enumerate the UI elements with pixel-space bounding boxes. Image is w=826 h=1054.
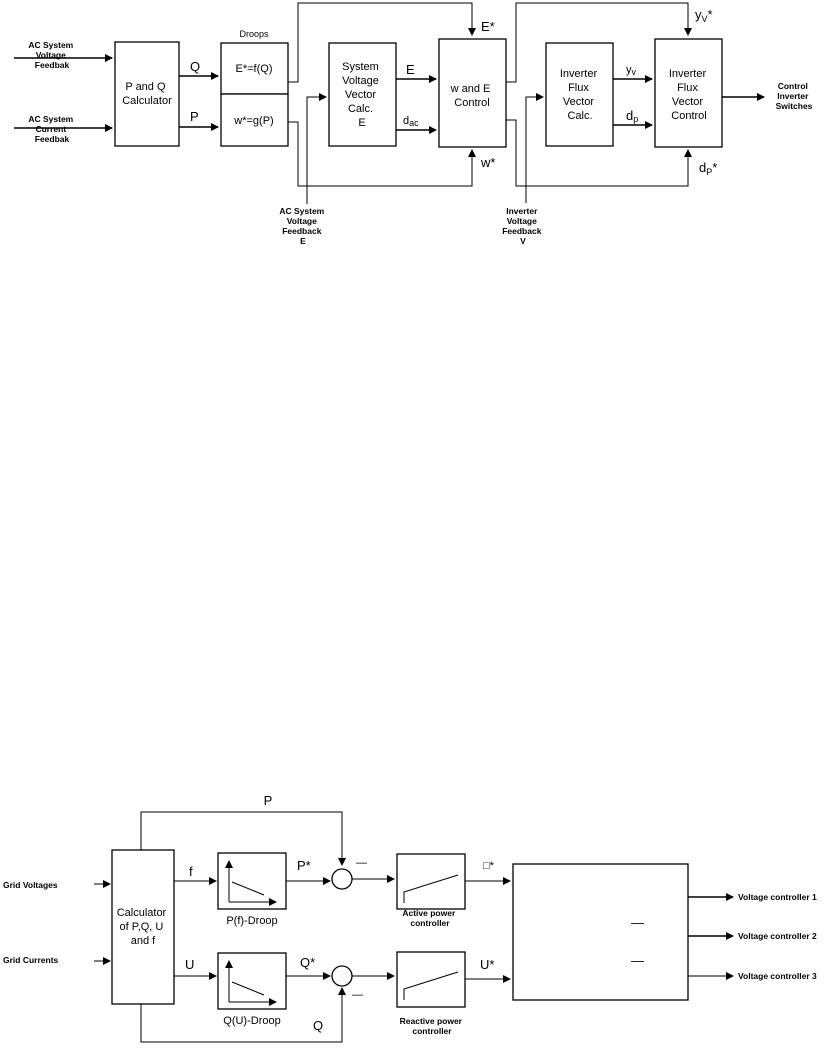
theta-star-label: □* (483, 860, 495, 872)
bottom-diagram: Grid Voltages Grid Currents Calculator o… (3, 793, 817, 1043)
output-label: Control Inverter Switches (776, 81, 813, 111)
yv-signal-label: yv (626, 64, 637, 77)
ac-feedback-line (306, 93, 327, 204)
droop-w-block (220, 93, 289, 147)
active-power-controller-block (396, 853, 466, 910)
pf-droop-label: P(f)-Droop (226, 915, 277, 927)
pq-calculator-label: P and Q Calculator (122, 81, 172, 107)
qu-droop-graph-icon (225, 960, 277, 1006)
summing-junction-top (331, 868, 353, 890)
dp-star-line (506, 119, 692, 187)
droops-title: Droops (239, 29, 269, 39)
yv-star-label: yV* (695, 7, 713, 24)
ifv-control-label: Inverter Flux Vector Control (669, 68, 709, 122)
block-dash-1: — (631, 915, 644, 930)
u-signal-label: U (185, 957, 194, 972)
p-feedback-line (140, 811, 346, 866)
inverter-feedback-line (525, 93, 544, 203)
dac-signal-label: dac (403, 115, 419, 128)
pqu-calculator-label: Calculator of P,Q, U and f (117, 907, 170, 947)
top-diagram: AC System Voltage Feedbak AC System Curr… (14, 2, 813, 246)
qu-droop-block (217, 952, 287, 1010)
reactive-power-controller-block (396, 951, 466, 1008)
pq-calculator-block (114, 41, 180, 147)
minus-sign-top: — (356, 857, 367, 869)
voltage-controller-1-label: Voltage controller 1 (738, 892, 817, 902)
ac-voltage-feedback-label: AC System Voltage Feedbak (28, 40, 75, 70)
e-star-label: E* (481, 19, 495, 34)
pqu-calculator-block (111, 849, 175, 1005)
q-feedback-label: Q (313, 1018, 323, 1033)
f-signal-label: f (189, 864, 193, 879)
grid-voltages-label: Grid Voltages (3, 880, 58, 890)
w-star-label: w* (480, 155, 495, 170)
summing-junction-bottom (331, 965, 353, 987)
droop-w-label: w*=g(P) (233, 115, 273, 127)
voltage-controller-3-label: Voltage controller 3 (738, 971, 817, 981)
we-control-label: w and E Control (450, 83, 494, 109)
droop-e-block (220, 42, 289, 95)
minus-sign-bottom: — (352, 989, 363, 1001)
p-star-label: P* (297, 858, 311, 873)
pf-droop-graph-icon (225, 860, 277, 906)
active-power-controller-label: Active power controller (402, 908, 457, 928)
u-star-label: U* (480, 957, 494, 972)
dp-signal-label: dp (626, 108, 638, 124)
active-controller-graph-icon (403, 874, 459, 903)
grid-currents-label: Grid Currents (3, 955, 59, 965)
ifv-calc-block (545, 42, 614, 147)
droop-e-label: E*=f(Q) (236, 63, 273, 75)
voltage-controller-2-label: Voltage controller 2 (738, 931, 817, 941)
yv-star-line (506, 2, 692, 83)
svv-calc-label: System Voltage Vector Calc. E (342, 61, 382, 129)
q-signal-label: Q (190, 59, 200, 74)
ac-current-feedback-label: AC System Current Feedbak (28, 114, 75, 144)
qu-droop-label: Q(U)-Droop (223, 1015, 280, 1027)
inverter-feedback-label: Inverter Voltage Feedback V (502, 206, 544, 246)
p-signal-label: P (190, 109, 199, 124)
dp-star-label: dP* (699, 160, 717, 177)
q-star-label: Q* (300, 955, 315, 970)
we-control-block (438, 38, 507, 148)
voltage-reference-block (512, 863, 689, 1001)
ifv-calc-label: Inverter Flux Vector Calc. (560, 68, 600, 122)
svv-calc-block (328, 42, 397, 147)
ac-feedback-label: AC System Voltage Feedback E (279, 206, 326, 246)
block-dash-2: — (631, 953, 644, 968)
p-feedback-label: P (264, 793, 273, 808)
ifv-control-block (654, 38, 723, 148)
q-feedback-line (140, 987, 346, 1043)
w-star-line (288, 121, 476, 187)
pf-droop-block (217, 852, 287, 910)
e-star-line (288, 2, 476, 83)
reactive-power-controller-label: Reactive power controller (400, 1016, 465, 1036)
reactive-controller-graph-icon (403, 971, 459, 1000)
e-signal-label: E (406, 62, 415, 77)
